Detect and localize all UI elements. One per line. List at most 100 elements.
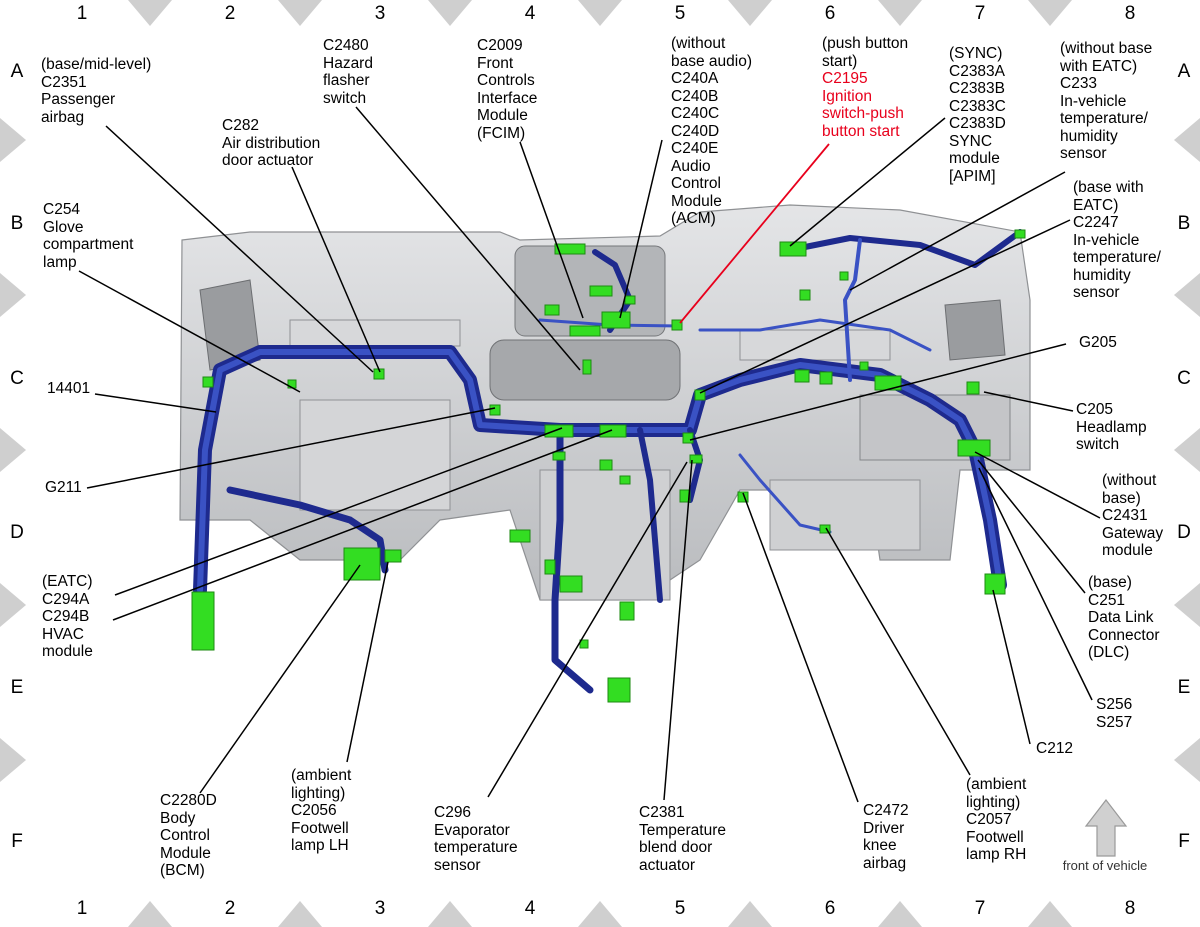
callout-line: C2472 (863, 802, 909, 819)
callout-line: C2381 (639, 804, 685, 821)
connector-icon (569, 325, 601, 337)
callout-line: Glove (43, 218, 84, 236)
callout-line: knee (863, 837, 897, 854)
grid-row-right-a: A (1177, 61, 1191, 82)
grid-col-bottom-6: 6 (824, 898, 836, 919)
callout-line: C240B (671, 87, 719, 105)
grid-col-bottom-4: 4 (524, 898, 536, 919)
connector-icon (509, 529, 531, 543)
grid-row-right-d: D (1177, 522, 1191, 543)
leader-line (789, 117, 946, 247)
leader-line (114, 427, 563, 596)
callout-line: lamp LH (291, 837, 349, 854)
callout-line: (SYNC) (949, 45, 1003, 62)
callout-line: C294B (42, 608, 90, 625)
callout-line: sensor (1073, 284, 1120, 301)
callout-line-highlight: Ignition (822, 87, 872, 105)
grid-col-top-6: 6 (824, 3, 836, 24)
callout-line: humidity (1060, 127, 1118, 145)
connector-icon (799, 289, 811, 301)
callout-line: lighting) (966, 793, 1021, 811)
callout-line: switch (1076, 436, 1120, 453)
callout-line: C2057 (966, 811, 1012, 828)
grid-row-left-e: E (10, 677, 24, 698)
connector-icon (619, 601, 635, 621)
callout-line: (without (671, 35, 726, 52)
connector-icon (343, 547, 381, 581)
callout-line-highlight: C2195 (822, 70, 868, 87)
callout-line-highlight: button start (822, 122, 900, 140)
callout-line: C205 (1076, 401, 1114, 418)
callout-line: (base) (1088, 574, 1132, 591)
callout-line: Air distribution (222, 134, 321, 152)
instrument-panel-body (179, 204, 1031, 601)
callout-line: C240C (671, 105, 720, 122)
callout-line: base audio) (671, 52, 753, 70)
callout-line: (BCM) (160, 862, 205, 879)
leader-line (112, 429, 613, 621)
border-triangle (878, 0, 922, 26)
leader-line (291, 166, 381, 373)
callout-line: temperature/ (1060, 110, 1148, 127)
border-triangle (0, 583, 26, 627)
callout-line: (FCIM) (477, 124, 526, 142)
callout-line: C2383B (949, 80, 1006, 97)
callout-line: C2480 (323, 37, 369, 54)
callout-line: Control (671, 175, 721, 192)
callout-c212: C212 (1036, 740, 1073, 758)
callout-line: Headlamp (1076, 418, 1147, 436)
connector-icon (202, 376, 214, 388)
callout-line: C294A (42, 590, 90, 608)
callout-line: (EATC) (42, 573, 93, 590)
callout-line: (ACM) (671, 210, 716, 227)
callout-line: module (42, 643, 93, 660)
border-triangle (728, 901, 772, 927)
connector-icon (694, 389, 706, 401)
callout-line: Control (160, 827, 210, 844)
leader-c2195 (679, 143, 830, 324)
callout-line: S256 (1096, 696, 1133, 713)
connector-icon (682, 432, 694, 444)
callout-g211: G211 (45, 479, 82, 497)
callout-line: flasher (323, 72, 370, 89)
connector-icon (544, 424, 574, 438)
callout-line: blend door (639, 839, 713, 856)
border-triangle (278, 901, 322, 927)
leader-line (346, 561, 389, 763)
leader-line (105, 125, 374, 373)
callout-line: C2383A (949, 62, 1006, 80)
callout-line: Module (477, 107, 528, 124)
callout-line: Interface (477, 89, 538, 107)
connector-icon (619, 475, 631, 485)
connector-icon (737, 491, 749, 503)
callout-line: Temperature (639, 821, 727, 839)
grid-col-top-5: 5 (674, 3, 686, 24)
callout-line: humidity (1073, 266, 1131, 284)
connector-icon (601, 311, 631, 329)
connector-icon (671, 319, 683, 331)
connector-icon (1014, 229, 1026, 239)
connectors (191, 229, 1026, 703)
callout-line: (push button (822, 35, 909, 52)
callout-line: base) (1102, 489, 1141, 507)
callout-line: C2280D (160, 792, 217, 809)
grid-col-bottom-5: 5 (674, 898, 686, 919)
leader-line (689, 343, 1067, 441)
callout-14401: 14401 (47, 380, 90, 398)
grid-col-bottom-2: 2 (224, 898, 236, 919)
grid-row-right-c: C (1177, 368, 1191, 389)
leader-line (978, 467, 1093, 701)
callout-line: actuator (639, 856, 696, 874)
leader-line (78, 270, 301, 393)
callout-line: C251 (1088, 591, 1126, 609)
callout-line: C296 (434, 804, 472, 821)
